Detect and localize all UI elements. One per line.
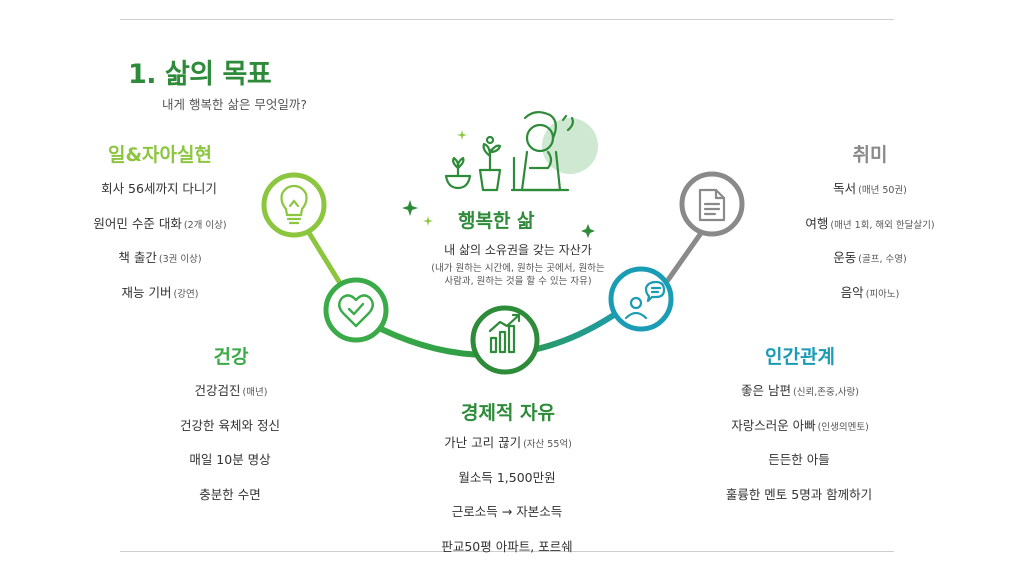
list-item: 건강한 육체와 정신 xyxy=(180,417,280,433)
list-item: 회사 56세까지 다니기 xyxy=(101,181,217,196)
center-detail: (내가 원하는 시간에, 원하는 곳에서, 원하는 사람과, 원하는 것을 할 … xyxy=(408,262,628,288)
section-relation: 인간관계 좋은 남편(신뢰,존중,사랑) 자랑스러운 아빠(인생의멘토) 든든한… xyxy=(690,342,910,513)
section-title: 인간관계 xyxy=(765,346,835,368)
page-subtitle: 내게 행복한 삶은 무엇일까? xyxy=(162,97,308,112)
bottom-rule xyxy=(120,551,894,552)
list-item: 근로소득 → 자본소득 xyxy=(451,504,563,519)
center-description: 내 삶의 소유권을 갖는 자산가 xyxy=(444,243,592,257)
section-health: 건강 건강검진(매년) 건강한 육체와 정신 매일 10분 명상 충분한 수면 xyxy=(131,342,331,513)
connector-self-health xyxy=(303,225,346,291)
document-icon xyxy=(698,188,726,222)
section-title: 취미 xyxy=(852,144,888,166)
list-item: 책 출간(3권 이상) xyxy=(118,250,202,265)
connector-hobby-relation xyxy=(665,223,709,283)
list-item: 충분한 수면 xyxy=(199,486,261,502)
center-title: 행복한 삶 xyxy=(458,210,535,232)
circle-hobby xyxy=(679,171,745,237)
list-item: 건강검진(매년) xyxy=(194,383,268,398)
circle-self xyxy=(261,172,327,238)
center-detail-line: (내가 원하는 시간에, 원하는 곳에서, 원하는 xyxy=(431,263,605,274)
lightbulb-icon xyxy=(280,184,308,225)
person-thinking-plants-icon xyxy=(402,111,598,238)
section-title: 경제적 자유 xyxy=(460,402,555,424)
list-item: 훌륭한 멘토 5명과 함께하기 xyxy=(725,486,873,502)
top-rule xyxy=(120,19,894,20)
heart-check-icon xyxy=(338,294,374,328)
page-title: 1. 삶의 목표 xyxy=(128,59,272,90)
list-item: 여행(매년 1회, 해외 한달살기) xyxy=(805,215,935,231)
list-item: 매일 10분 명상 xyxy=(189,452,271,467)
list-item: 든든한 아들 xyxy=(768,452,830,467)
list-item: 원어민 수준 대화(2개 이상) xyxy=(93,215,227,231)
section-economy: 경제적 자유 가난 고리 끊기(자산 55억) 월소득 1,500만원 근로소득… xyxy=(408,398,608,565)
center-detail-line: 사람과, 원하는 것을 할 수 있는 자유) xyxy=(444,276,592,287)
list-item: 운동(골프, 수영) xyxy=(833,250,907,265)
section-hobby: 취미 독서(매년 50권) 여행(매년 1회, 해외 한달살기) 운동(골프, … xyxy=(760,140,980,311)
list-item: 판교50평 아파트, 포르쉐 xyxy=(441,538,573,554)
circle-relation xyxy=(608,266,674,332)
list-item: 월소득 1,500만원 xyxy=(458,469,556,485)
list-item: 재능 기버(강연) xyxy=(121,284,199,300)
list-item: 독서(매년 50권) xyxy=(833,181,907,196)
section-title: 일&자아실현 xyxy=(108,144,212,166)
list-item: 가난 고리 끊기(자산 55억) xyxy=(444,435,572,450)
circle-health xyxy=(323,277,389,343)
bar-chart-growth-icon xyxy=(488,313,521,354)
sparkle-icon xyxy=(402,130,595,238)
section-self: 일&자아실현 회사 56세까지 다니기 원어민 수준 대화(2개 이상) 책 출… xyxy=(60,140,260,311)
person-chat-icon xyxy=(624,280,666,320)
list-item: 좋은 남편(신뢰,존중,사랑) xyxy=(741,383,859,398)
list-item: 자랑스러운 아빠(인생의멘토) xyxy=(731,417,869,433)
section-title: 건강 xyxy=(213,346,249,368)
list-item: 음악(피아노) xyxy=(840,284,900,300)
circle-economy xyxy=(470,305,540,375)
